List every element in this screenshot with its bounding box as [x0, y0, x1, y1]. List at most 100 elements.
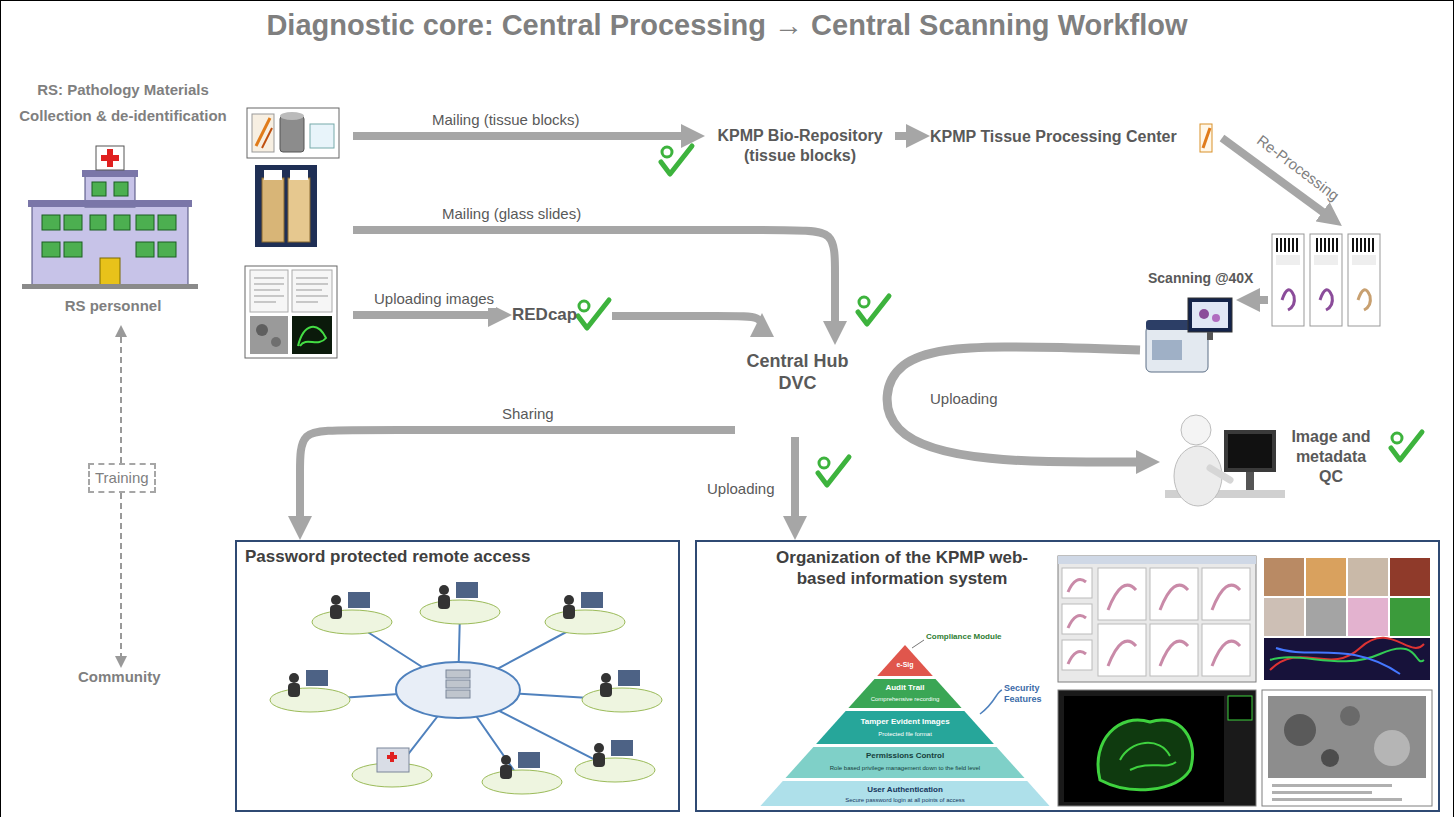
stain-gallery — [1264, 558, 1430, 680]
glass-slides — [1352, 255, 1376, 265]
community-text: Community — [78, 668, 163, 685]
hospital-icon — [90, 215, 106, 230]
verified-check — [858, 296, 889, 324]
fluorescence-screenshot — [1064, 696, 1224, 802]
hospital-icon — [28, 200, 192, 207]
hub-label: Central Hub DVC — [735, 345, 860, 437]
diagram-title: Diagnostic core: Central Processing → Ce… — [0, 9, 1454, 42]
glass-slides — [1276, 255, 1300, 265]
redcap-label: REDcap — [512, 304, 612, 326]
viewer-screenshot — [1058, 556, 1256, 564]
slide-icon — [1203, 128, 1210, 148]
network-illustration — [438, 595, 450, 609]
tissue-block-photo — [310, 124, 334, 148]
viewer-screenshot — [1068, 580, 1240, 666]
electron-micrograph — [1284, 714, 1316, 746]
network-illustration — [581, 592, 603, 608]
site-heading: RS: Pathology Materials Collection & de-… — [8, 77, 238, 129]
viewer-screenshot — [1150, 624, 1198, 676]
slide-mailer-photo — [255, 165, 317, 247]
hospital-icon — [100, 258, 120, 285]
slide-mailer-photo — [264, 170, 282, 180]
network-illustration — [456, 582, 478, 598]
stain-gallery — [1306, 598, 1346, 636]
glass-slides — [1310, 234, 1342, 326]
stain-gallery — [1390, 558, 1430, 596]
community-label: Community — [78, 668, 163, 687]
reviewer-figure — [1165, 415, 1285, 506]
layer-caption: Protected file format — [878, 731, 932, 738]
network-illustration — [377, 748, 409, 772]
feed-arrow — [1252, 296, 1268, 304]
network-illustration — [482, 770, 562, 794]
network-illustration — [563, 605, 575, 619]
glass-slides — [1320, 290, 1332, 310]
mail-arrow — [353, 230, 835, 329]
hospital-icon — [114, 182, 128, 196]
viewer-screenshot — [1098, 568, 1146, 620]
network-illustration — [396, 662, 520, 718]
viewer-screenshot — [1098, 624, 1146, 676]
electron-micrograph — [1262, 690, 1432, 806]
network-illustration — [348, 592, 370, 608]
hospital-icon — [22, 284, 198, 289]
network-illustration — [593, 753, 605, 767]
fluorescence-screenshot — [1228, 696, 1252, 720]
network-illustration — [545, 610, 625, 634]
upload-curve — [887, 347, 1144, 462]
tissue-block-photo — [247, 108, 339, 158]
slide-mailer-photo — [262, 178, 284, 242]
edge-label: Uploading — [928, 390, 1000, 408]
hospital-icon — [136, 215, 154, 230]
qc-station: Image and metadata QC — [1160, 405, 1385, 520]
scanner-label: Scanning @40X — [1140, 268, 1270, 380]
security-pyramid — [877, 645, 933, 676]
reviewer-figure — [1181, 415, 1211, 445]
network-illustration — [600, 683, 612, 697]
verified-check — [1391, 432, 1422, 460]
upload-arrow — [791, 437, 799, 524]
information-system-panel: Organization of the KPMP web-based infor… — [695, 540, 1440, 812]
report-images-photo — [292, 316, 332, 354]
tissue-block-photo — [262, 128, 272, 148]
layer-title: Permissions Control — [866, 751, 944, 760]
qc-text: Image and metadata QC — [1282, 427, 1380, 487]
upload-arrow — [353, 311, 496, 319]
hospital-icon — [32, 205, 188, 285]
tissue-block-photo — [247, 108, 339, 158]
stain-gallery — [1348, 558, 1388, 596]
training-box: Training — [88, 463, 156, 493]
network-illustration — [270, 582, 662, 794]
network-illustration — [330, 605, 342, 619]
report-images-photo — [292, 270, 332, 312]
reviewer-figure — [1174, 446, 1222, 506]
electron-micrograph — [1272, 798, 1402, 801]
transfer-arrow — [895, 132, 914, 140]
security-pyramid — [760, 640, 1049, 806]
feed-arrow — [1252, 300, 1268, 301]
tissue-block-photo — [252, 114, 274, 152]
hospital-icon — [22, 146, 198, 289]
layer-title: Audit Trail — [885, 683, 924, 692]
site-personnel: RS personnel — [48, 297, 178, 314]
electron-micrograph — [1340, 706, 1360, 726]
reviewer-figure — [1210, 468, 1230, 480]
processing-center-label: KPMP Tissue Processing Center — [930, 127, 1179, 147]
network-illustration — [575, 758, 655, 782]
hospital-icon — [136, 242, 154, 257]
module-label: Compliance Module — [926, 632, 1002, 641]
electron-micrograph — [1272, 791, 1372, 794]
glass-slides — [1272, 234, 1380, 326]
transfer-arrow — [612, 316, 762, 329]
network-illustration — [501, 755, 511, 765]
layer-title: e-Sig — [896, 661, 913, 669]
slide-mailer-photo — [255, 165, 317, 247]
network-illustration — [310, 612, 622, 782]
slide-mailer-photo — [288, 178, 310, 242]
electron-micrograph — [1321, 749, 1339, 767]
glass-slides — [1282, 290, 1294, 310]
glass-slides — [1276, 238, 1300, 252]
edge-label: Sharing — [500, 405, 556, 423]
fluorescence-screenshot — [1098, 720, 1193, 790]
edge-label: Uploading images — [372, 290, 496, 308]
